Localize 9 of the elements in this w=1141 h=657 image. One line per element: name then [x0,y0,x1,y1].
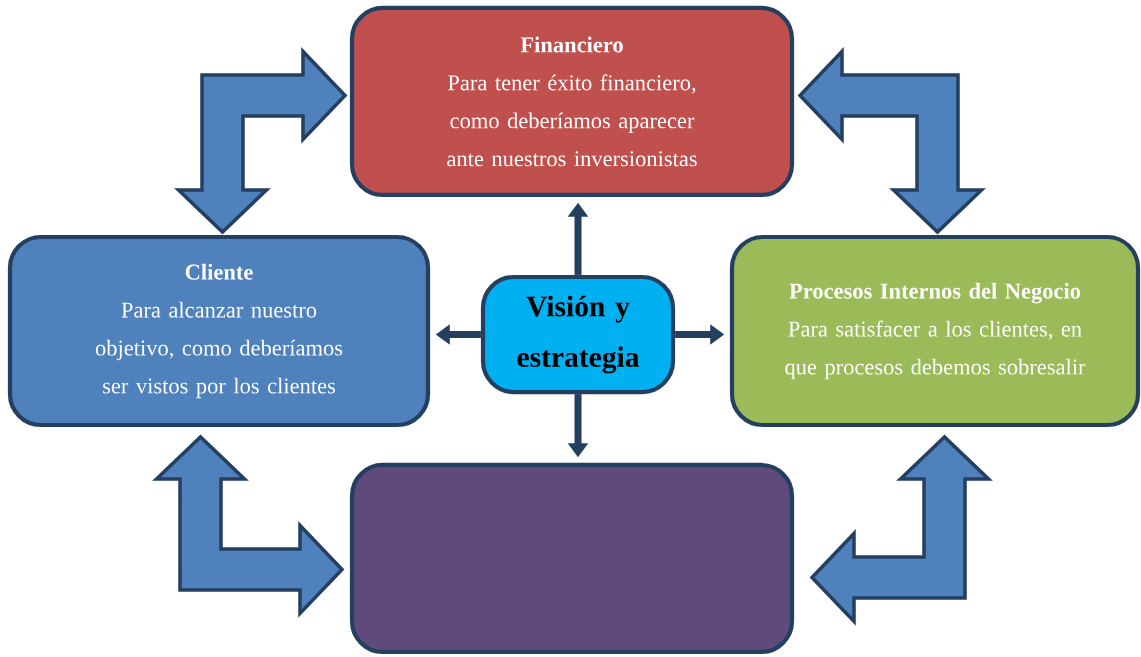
block-arrow [174,47,348,235]
center-box: Visión y estrategia [480,274,676,395]
block-arrow [809,434,993,626]
block-arrow [152,434,345,618]
perspective-box: Procesos Internos del Negocio Para satisfacer a los clientes, en que procesos debemos sobresalir [729,234,1141,428]
empty-box [349,462,795,655]
perspective-box: Financiero Para tener éxito financiero, como deberíamos aparecer ante nuestros inversionistas [349,5,795,198]
block-arrow [797,47,986,235]
perspective-box: Cliente Para alcanzar nuestro objetivo, como deberíamos ser vistos por los clientes [7,234,431,428]
